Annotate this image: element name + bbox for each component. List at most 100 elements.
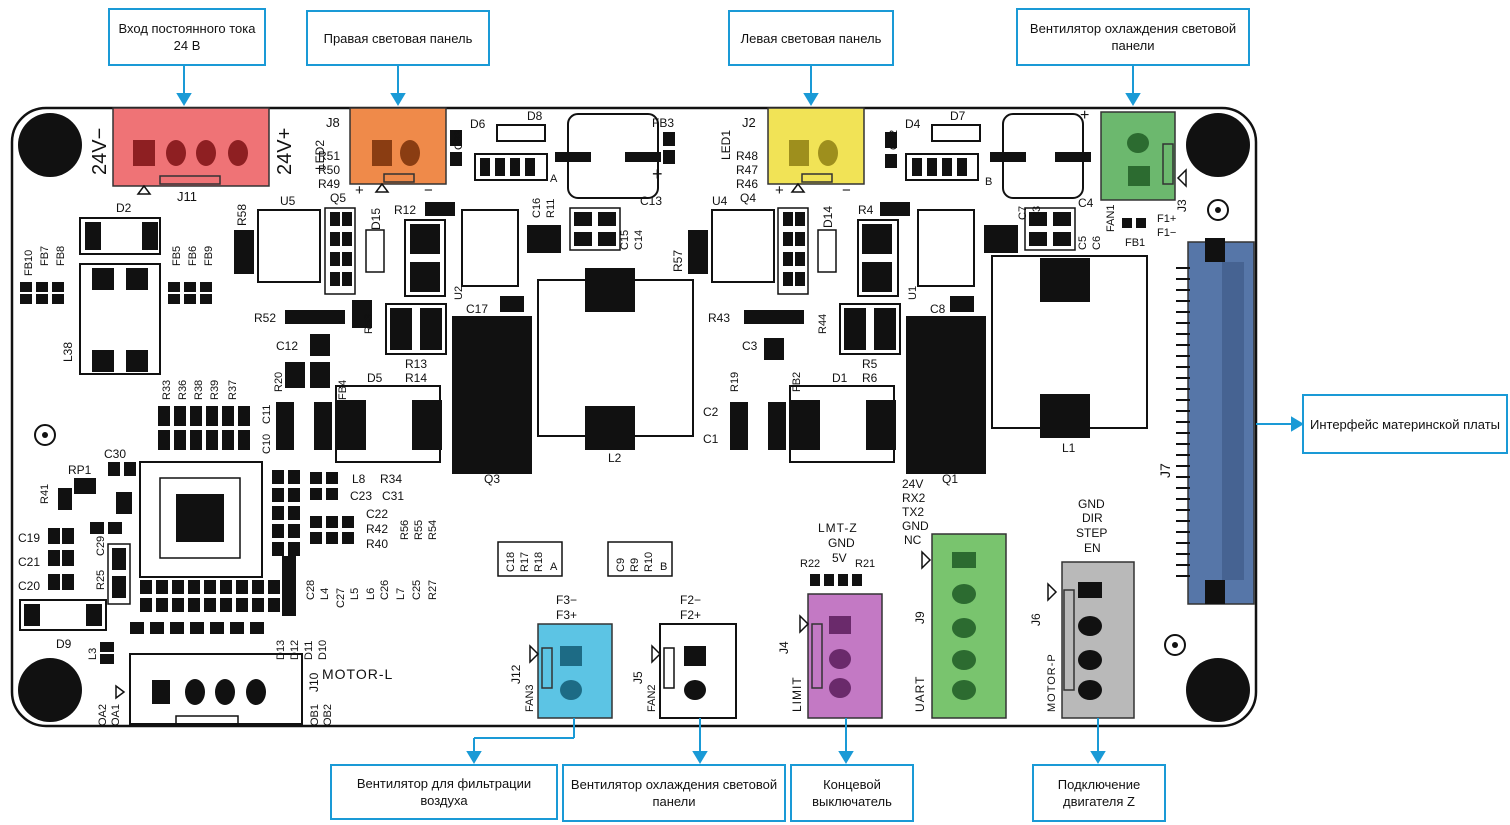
oa1: OA1 <box>110 704 122 726</box>
l8: L8 <box>352 472 366 486</box>
f3-plus: F3+ <box>556 608 577 622</box>
j8-plus: + <box>355 182 364 199</box>
c33: C33 <box>453 130 465 150</box>
connector-j9 <box>921 533 1007 719</box>
callout-limit-switch-text: Концевой выключатель <box>812 777 892 809</box>
c21: C21 <box>18 555 40 569</box>
j7-ref: J7 <box>1157 463 1173 478</box>
j2-ref: J2 <box>742 115 756 130</box>
limit-label: LIMIT <box>790 676 804 712</box>
callout-z-motor-text: Подключение двигателя Z <box>1057 777 1141 809</box>
uart-24v: 24V <box>902 477 923 491</box>
c16: C16 <box>531 198 543 218</box>
c28: C28 <box>305 580 317 600</box>
r33: R33 <box>161 380 173 400</box>
j12-ref: J12 <box>509 664 523 684</box>
left-led-components <box>885 113 1091 199</box>
c27: C27 <box>335 588 347 608</box>
c19: C19 <box>18 531 40 545</box>
motor-p-label: MOTOR-P <box>1046 653 1058 712</box>
callout-light-panel-fan-top-text: Вентилятор охлаждения световой панели <box>1029 21 1237 53</box>
a-label-2: A <box>550 561 558 573</box>
callout-light-panel-fan-bottom: Вентилятор охлаждения световой панели <box>562 764 786 822</box>
j6-en: EN <box>1084 541 1101 555</box>
c1: C1 <box>703 432 719 446</box>
fb1-pads <box>1122 218 1146 228</box>
r54: R54 <box>427 520 439 540</box>
fb7: FB7 <box>39 246 51 266</box>
connector-j5 <box>651 623 737 719</box>
j10-ref: J10 <box>307 672 321 692</box>
callout-dc-input-text: Вход постоянного тока 24 В <box>118 21 256 53</box>
c23: C23 <box>350 489 372 503</box>
l6: L6 <box>365 588 377 600</box>
fb1: FB1 <box>1125 237 1145 249</box>
d11: D11 <box>303 641 315 660</box>
u5: U5 <box>280 194 296 208</box>
uart-tx2: TX2 <box>902 505 924 519</box>
r44: R44 <box>817 314 829 334</box>
j8-led-label: LED2 <box>313 140 327 170</box>
c17: C17 <box>466 302 488 316</box>
j6-step: STEP <box>1076 526 1107 540</box>
oa2: OA2 <box>97 704 109 726</box>
r6: R6 <box>862 371 878 385</box>
l1: L1 <box>1062 441 1076 455</box>
r40: R40 <box>366 537 388 551</box>
uart-label: UART <box>913 676 927 712</box>
fb9: FB9 <box>203 246 215 266</box>
callout-dc-input: Вход постоянного тока 24 В <box>108 8 266 66</box>
j4-ref: J4 <box>777 641 791 654</box>
r49: R49 <box>318 177 340 191</box>
j11-plus-label: 24V+ <box>274 128 296 175</box>
c29: C29 <box>95 536 107 556</box>
fb8: FB8 <box>55 246 67 266</box>
l38: L38 <box>61 342 75 362</box>
right-led-components <box>450 113 675 199</box>
l2: L2 <box>608 451 622 465</box>
b-label-1: B <box>985 176 992 188</box>
c31: C31 <box>382 489 404 503</box>
j2-led-label: LED1 <box>719 130 733 160</box>
c10: C10 <box>261 434 273 454</box>
callout-left-light-panel-text: Левая световая панель <box>740 30 882 46</box>
callout-mainboard-interface-text: Интерфейс материнской платы <box>1310 416 1500 432</box>
c9: C9 <box>615 558 627 572</box>
fb6: FB6 <box>187 246 199 266</box>
ob2: OB2 <box>322 704 334 726</box>
uart-rx2: RX2 <box>902 491 926 505</box>
f2-plus: F2+ <box>680 608 701 622</box>
f1-minus: F1− <box>1157 227 1176 239</box>
c12: C12 <box>276 339 298 353</box>
d6: D6 <box>470 117 486 131</box>
c4: C4 <box>1078 196 1094 210</box>
mounting-hole-br <box>1186 658 1250 722</box>
j9-ref: J9 <box>913 611 927 624</box>
callout-light-panel-fan-top: Вентилятор охлаждения световой панели <box>1016 8 1250 66</box>
c32: C32 <box>888 130 900 150</box>
j8-ref: J8 <box>326 115 340 130</box>
f3-minus: F3− <box>556 593 577 607</box>
fb2: FB2 <box>791 372 803 392</box>
r41: R41 <box>39 484 51 504</box>
u1: U1 <box>907 286 919 300</box>
c6: C6 <box>1091 236 1103 250</box>
j5-ref: J5 <box>631 671 645 684</box>
fan1-label: FAN1 <box>1105 204 1117 232</box>
a-label-1: A <box>550 173 558 185</box>
fb4: FB4 <box>337 380 349 400</box>
c5: C5 <box>1077 236 1089 250</box>
callout-left-light-panel: Левая световая панель <box>728 10 894 66</box>
connector-j8 <box>349 107 447 193</box>
j6-gnd: GND <box>1078 497 1105 511</box>
callout-limit-switch: Концевой выключатель <box>790 764 914 822</box>
rp1: RP1 <box>68 463 92 477</box>
j7-pins <box>1176 267 1190 577</box>
c8: C8 <box>930 302 946 316</box>
r34: R34 <box>380 472 402 486</box>
r5: R5 <box>862 357 878 371</box>
l7: L7 <box>395 588 407 600</box>
d2: D2 <box>116 201 132 215</box>
mounting-hole-tl <box>18 113 82 177</box>
r4: R4 <box>858 203 874 217</box>
